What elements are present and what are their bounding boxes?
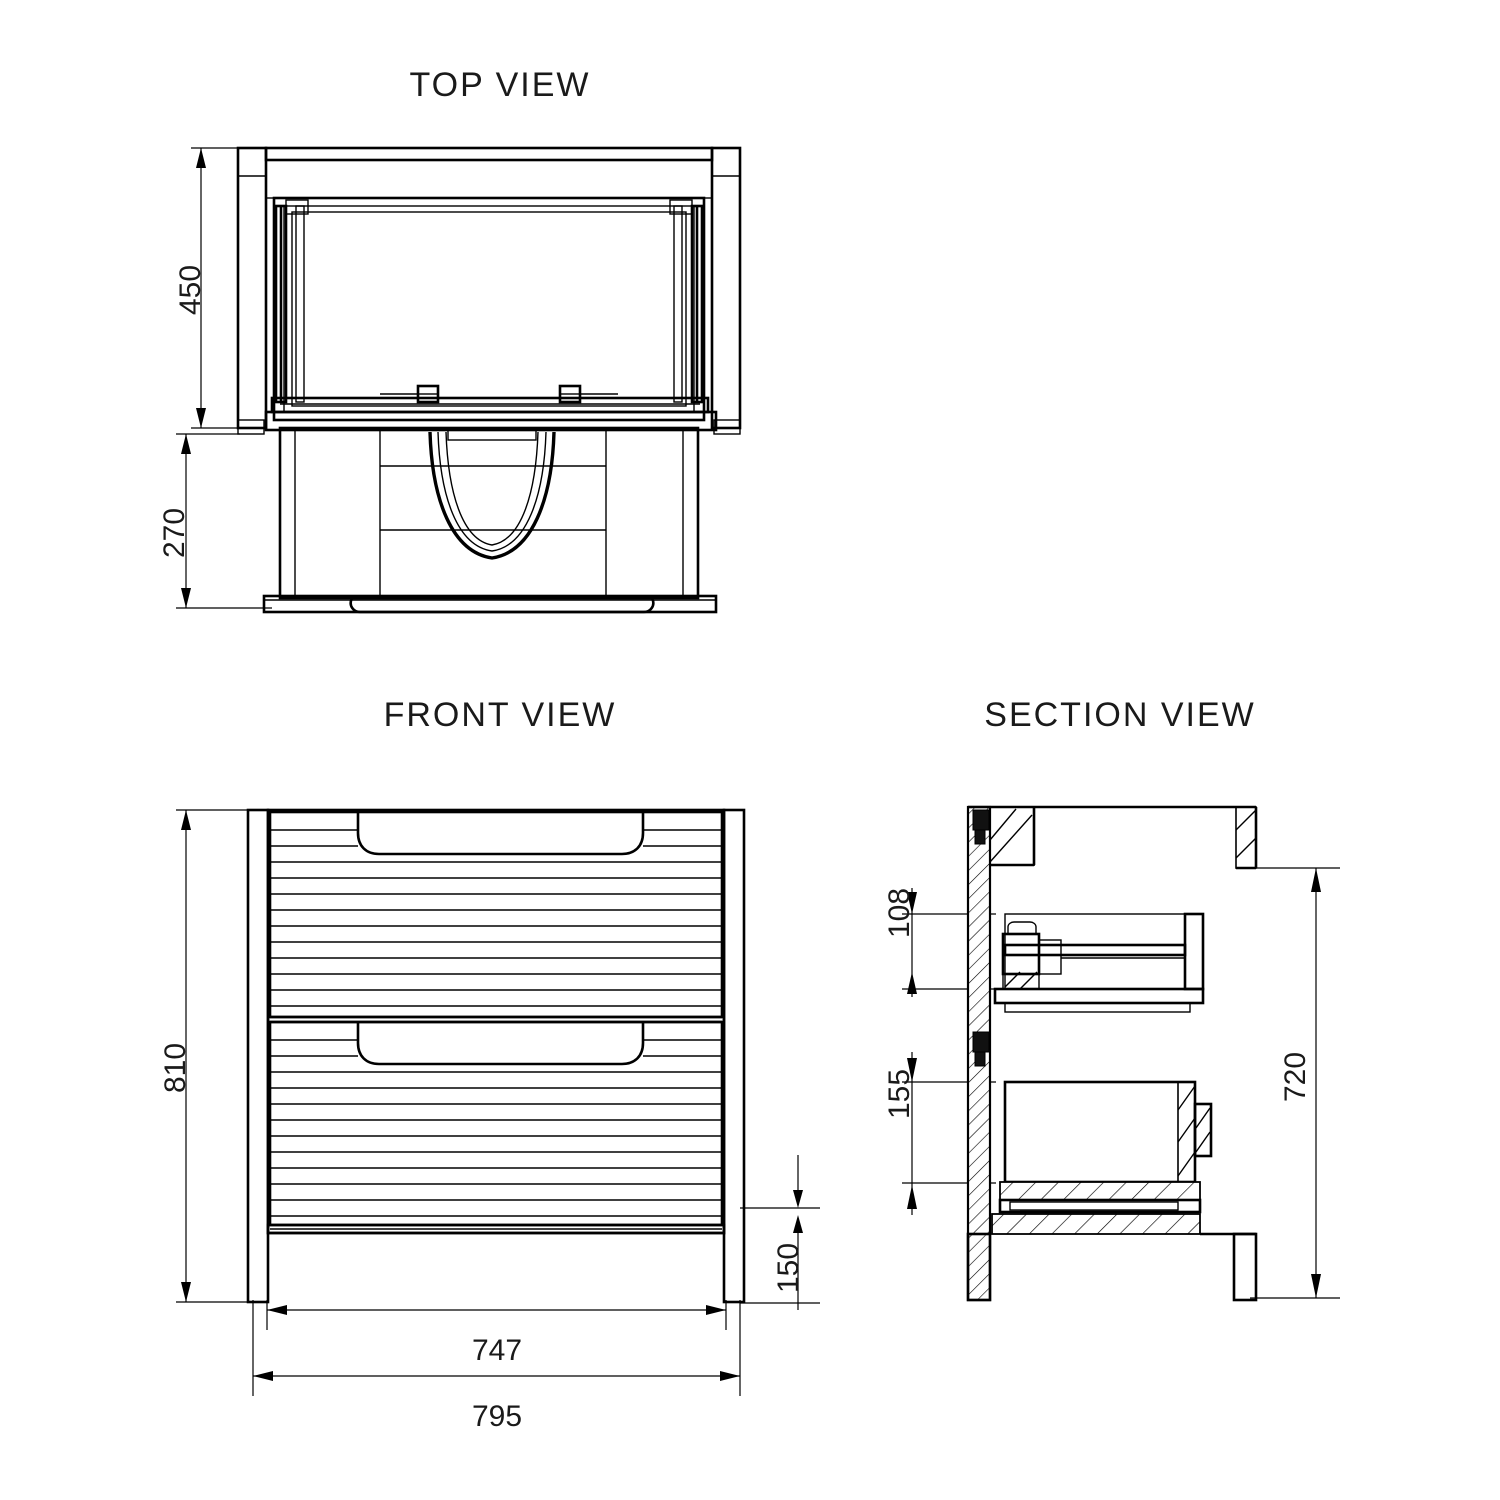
top-view-title: TOP VIEW <box>409 66 591 104</box>
bottom-drawer-front <box>268 1020 724 1227</box>
top-drawer-front <box>268 810 724 1019</box>
dim-155-label: 155 <box>883 1068 916 1120</box>
front-view-title: FRONT VIEW <box>383 696 617 734</box>
dim-720-lines <box>1250 867 1340 1299</box>
top-left-runner <box>274 199 309 404</box>
dim-150-lines <box>740 1155 820 1310</box>
dim-720-label: 720 <box>1279 1051 1312 1103</box>
dim-795-lines <box>252 1300 741 1396</box>
dim-747-lines <box>266 1300 727 1330</box>
dim-747-label: 747 <box>471 1334 523 1367</box>
dim-795-label: 795 <box>471 1400 523 1433</box>
section-lower-drawer <box>991 1080 1213 1235</box>
section-upper-drawer <box>993 912 1205 1013</box>
top-right-runner <box>669 199 704 404</box>
dim-270-lines <box>176 433 272 609</box>
section-view-title: SECTION VIEW <box>984 696 1256 734</box>
dim-108-label: 108 <box>883 887 916 939</box>
